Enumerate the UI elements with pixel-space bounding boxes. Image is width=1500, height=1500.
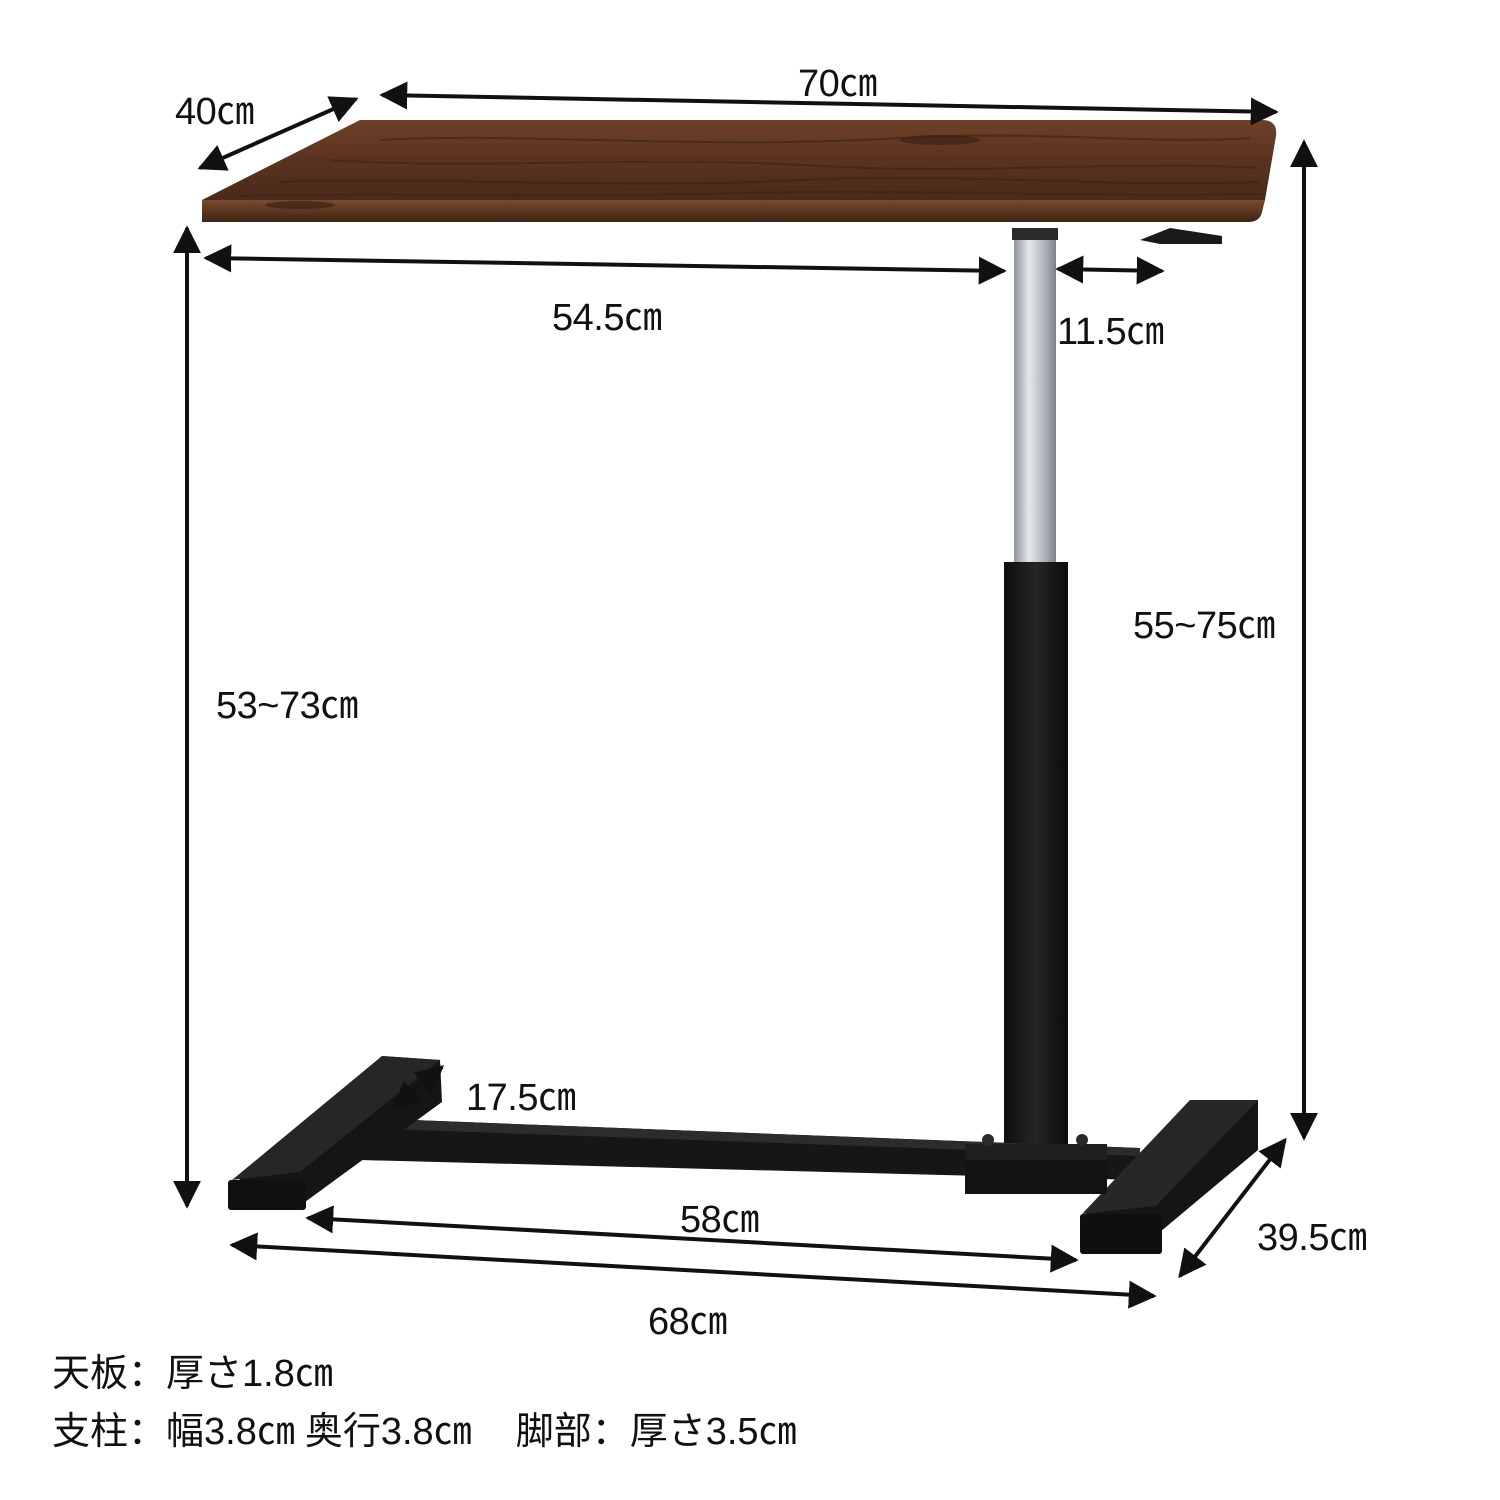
spec-line-tabletop: 天板：厚さ1.8㎝ [52, 1342, 333, 1397]
table-top [202, 120, 1277, 222]
spec-part-tabletop: 天板 [52, 1353, 129, 1395]
label-top-width: 70㎝ [798, 63, 877, 105]
label-height-outer: 55~75㎝ [1133, 605, 1275, 647]
spec-tabletop-thickness: 厚さ1.8㎝ [166, 1353, 333, 1395]
spec-sep: ： [128, 1353, 167, 1395]
spec-pole-width: 幅3.8㎝ [166, 1411, 295, 1453]
spec-sep: ： [128, 1411, 167, 1453]
pole [1004, 228, 1068, 1162]
dim-line-base-depth [1178, 1137, 1287, 1279]
spec-pole-depth: 奥行3.8㎝ [304, 1411, 472, 1453]
label-base-depth: 39.5㎝ [1257, 1217, 1367, 1259]
label-height-inner: 53~73㎝ [216, 685, 358, 727]
dim-line-top-to-pole [203, 244, 1007, 285]
label-base-outer: 68㎝ [648, 1301, 727, 1343]
spec-base-thickness: 厚さ3.5㎝ [629, 1411, 797, 1453]
dim-line-top-depth [197, 96, 359, 171]
dimension-lines [173, 81, 1318, 1309]
label-top-depth: 40㎝ [175, 91, 254, 133]
dim-line-base-outer [229, 1232, 1157, 1309]
base [228, 1056, 1258, 1254]
label-foot-width: 17.5㎝ [466, 1077, 576, 1119]
label-base-inner: 58㎝ [680, 1199, 759, 1241]
height-lever [1140, 228, 1222, 244]
spec-sep: ： [591, 1411, 630, 1453]
dim-line-pole-to-edge [1055, 255, 1165, 285]
spec-part-base: 脚部 [515, 1411, 592, 1453]
label-pole-to-edge: 11.5㎝ [1057, 311, 1164, 353]
dim-line-top-width [379, 81, 1279, 126]
label-top-to-pole: 54.5㎝ [552, 297, 662, 339]
dim-line-foot-width [391, 1065, 445, 1110]
spec-part-pole: 支柱 [52, 1411, 129, 1453]
